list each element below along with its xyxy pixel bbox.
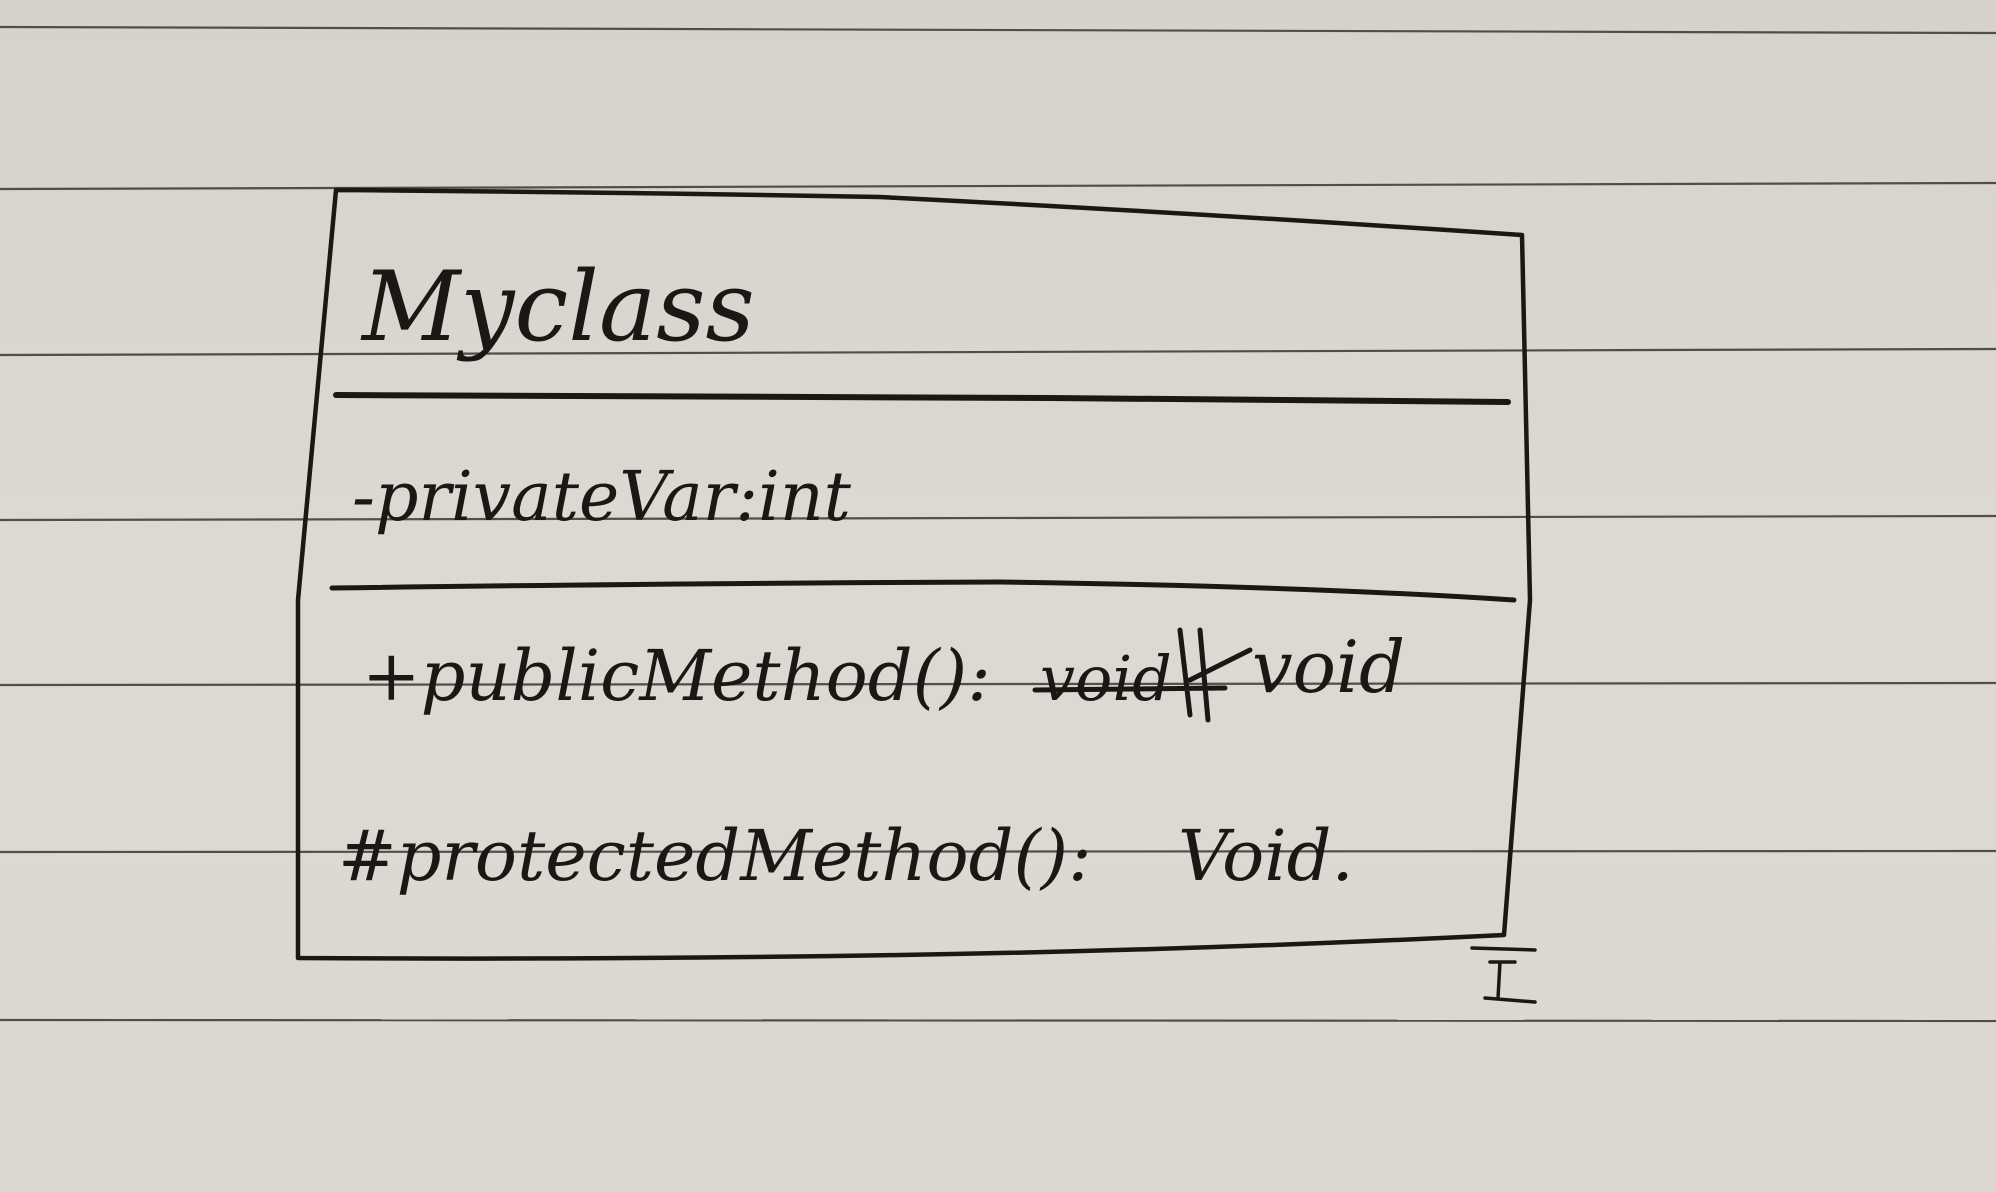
rule-line [0,681,1996,687]
ruled-lines [0,25,1996,1023]
rule-line [0,347,1996,357]
rule-line [0,849,1996,854]
method-public-text: +publicMethod(): [362,635,991,717]
crossed-out-word: void [1040,642,1172,715]
attribute-text: -privateVar:int [352,458,852,537]
rule-line [0,1018,1996,1023]
method-protected-text: #protectedMethod(): [338,815,1092,897]
attributes-divider [329,579,1517,603]
rule-line [0,25,1996,35]
rule-line [0,181,1996,191]
method-public-return: void [1252,625,1405,709]
class-name: Myclass [360,251,755,363]
corner-scribble [1470,946,1537,1004]
uml-class-box [295,187,1537,1004]
strike-scribble [1032,627,1253,723]
method-protected-return: Void. [1178,815,1354,897]
rule-line [0,514,1996,522]
class-box-outline [295,187,1533,961]
class-name-divider [333,392,1511,405]
